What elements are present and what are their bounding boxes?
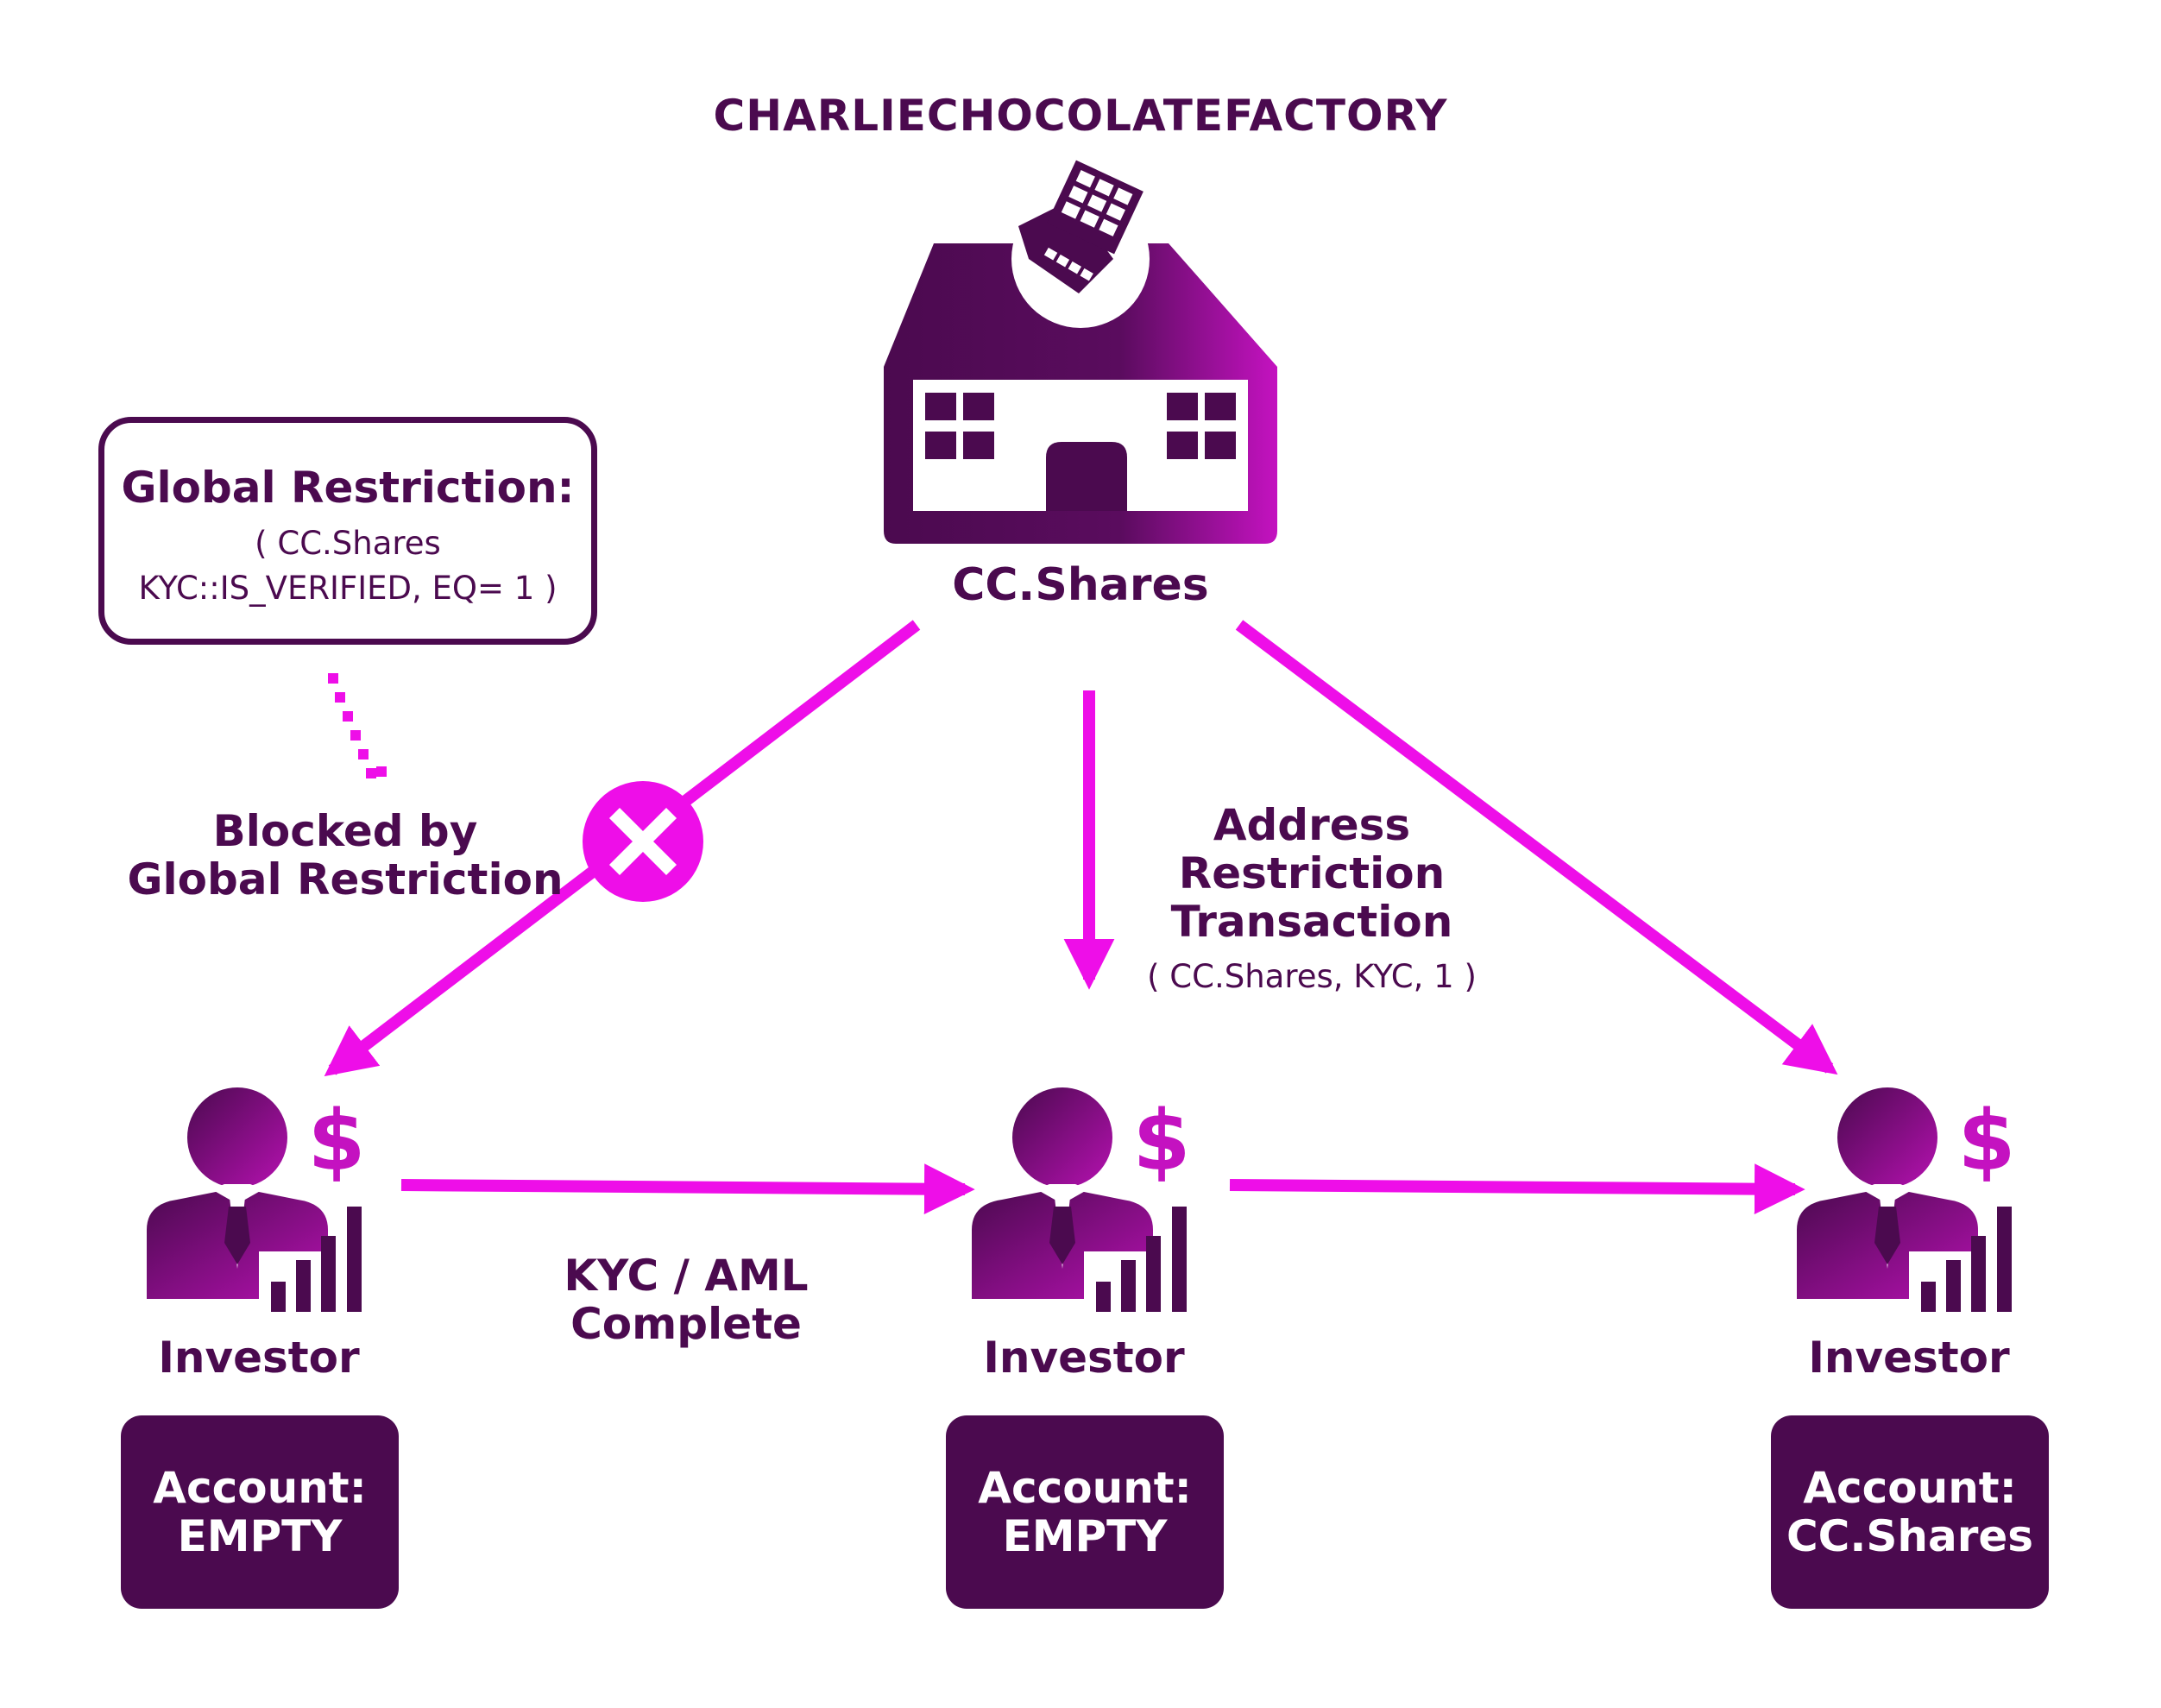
arrow-investor-2-to-3: [1229, 1163, 1805, 1215]
growth-chart-icon: [1921, 1207, 2012, 1312]
person-head-icon: [1012, 1087, 1112, 1188]
dollar-icon: $: [1958, 1093, 2016, 1189]
dotted-connector: [328, 673, 387, 778]
address-restriction-label: Address Restriction Transaction: [1131, 801, 1493, 946]
dollar-icon: $: [308, 1093, 366, 1189]
account-value: EMPTY: [1002, 1511, 1168, 1561]
blocked-label-line-1: Blocked by: [212, 806, 478, 856]
investor-label-3: Investor: [1808, 1333, 2010, 1383]
kyc-aml-line-2: Complete: [570, 1299, 802, 1349]
factory-icon: [884, 160, 1277, 544]
address-restriction-line-1: Address: [1213, 800, 1411, 850]
investor-icon-3: $: [1797, 1087, 2023, 1312]
kyc-aml-line-1: KYC / AML: [564, 1251, 809, 1301]
blocked-label-line-2: Global Restriction: [127, 854, 564, 904]
address-restriction-params: ( CC.Shares, KYC, 1 ): [1147, 958, 1477, 995]
account-box-3: Account: CC.Shares: [1771, 1415, 2049, 1609]
person-head-icon: [1837, 1087, 1937, 1188]
growth-chart-icon: [271, 1207, 362, 1312]
arrow-to-investor-3: [1235, 620, 1838, 1075]
global-restriction-box: Global Restriction: ( CC.Shares KYC::IS_…: [98, 417, 597, 645]
account-value: EMPTY: [177, 1511, 343, 1561]
investor-label-2: Investor: [983, 1333, 1185, 1383]
kyc-aml-label: KYC / AML Complete: [518, 1251, 854, 1348]
arrow-investor-1-to-2: [400, 1163, 975, 1215]
growth-chart-icon: [1096, 1207, 1187, 1312]
blocked-x-icon: [583, 781, 703, 902]
dollar-icon: $: [1133, 1093, 1191, 1189]
token-label: CC.Shares: [952, 559, 1209, 611]
account-box-2: Account: EMPTY: [946, 1415, 1224, 1609]
address-restriction-line-3: Transaction: [1170, 897, 1453, 947]
global-restriction-line-1: ( CC.Shares: [255, 525, 441, 562]
investor-icon-2: $: [972, 1087, 1198, 1312]
person-head-icon: [187, 1087, 287, 1188]
account-title: Account:: [978, 1463, 1192, 1513]
account-box-1: Account: EMPTY: [121, 1415, 399, 1609]
investor-icon-1: $: [147, 1087, 373, 1312]
account-value: CC.Shares: [1786, 1511, 2034, 1561]
diagram-title: CHARLIECHOCOLATEFACTORY: [713, 91, 1448, 141]
investor-label-1: Investor: [158, 1333, 360, 1383]
global-restriction-title: Global Restriction:: [121, 463, 575, 513]
account-title: Account:: [1803, 1463, 2017, 1513]
address-restriction-line-2: Restriction: [1178, 848, 1446, 898]
global-restriction-line-2: KYC::IS_VERIFIED, EQ= 1 ): [138, 570, 558, 607]
chocolate-bar-icon: [1018, 160, 1144, 293]
account-title: Account:: [153, 1463, 367, 1513]
blocked-label: Blocked by Global Restriction: [121, 807, 570, 904]
